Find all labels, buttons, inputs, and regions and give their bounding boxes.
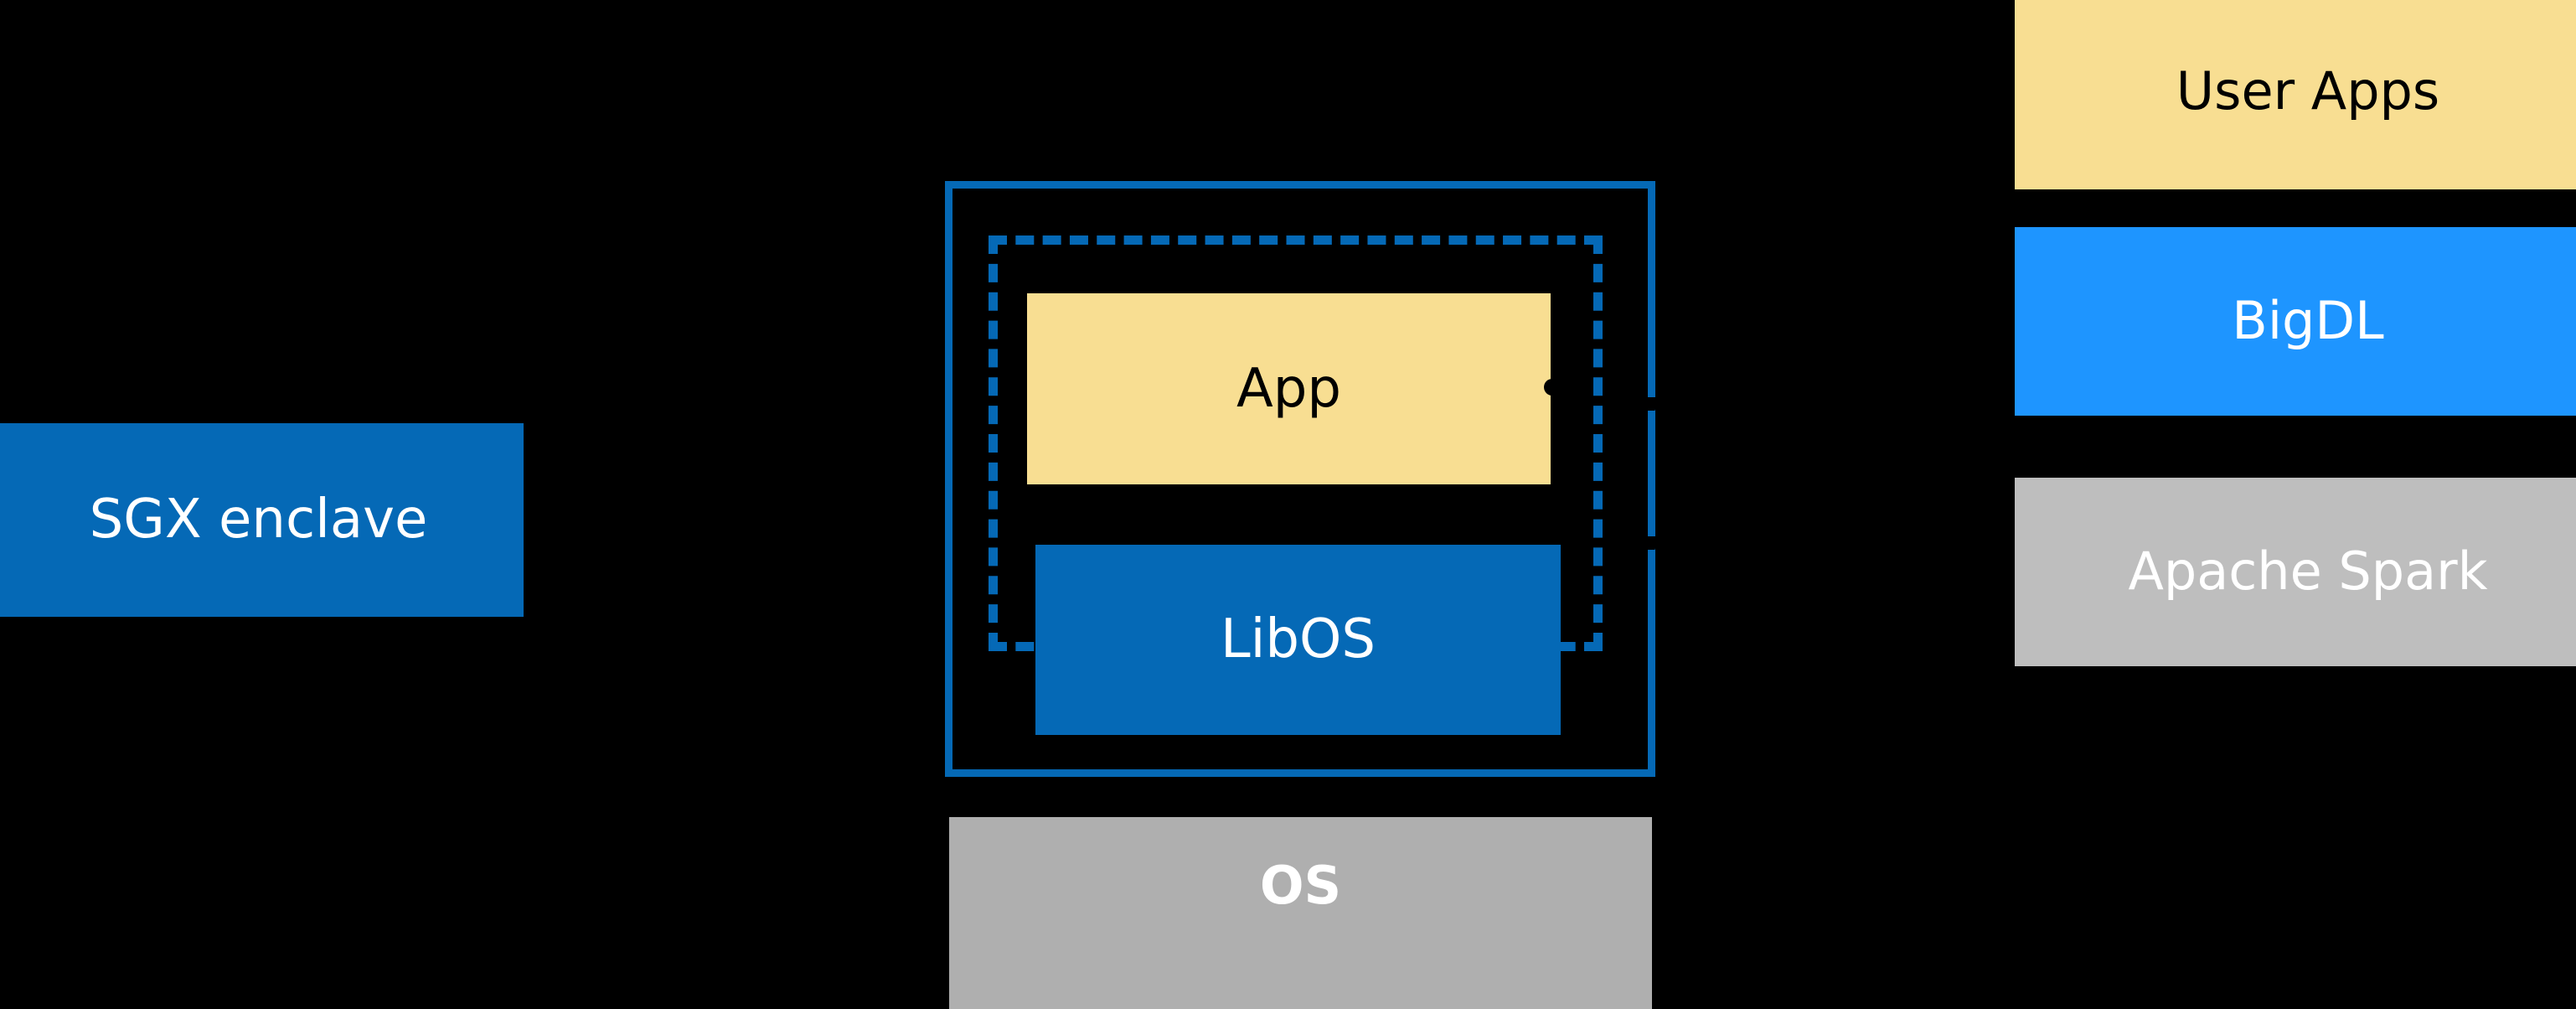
app-connector-arrow-icon — [1544, 379, 1561, 396]
user-apps-label: User Apps — [2176, 60, 2440, 122]
apache-spark-label: Apache Spark — [2128, 541, 2488, 603]
outer-container-notch-bottom — [1641, 536, 1660, 550]
bigdl-box: BigDL — [2015, 227, 2576, 416]
bigdl-label: BigDL — [2232, 290, 2384, 352]
app-box: App — [1027, 293, 1551, 484]
apache-spark-box: Apache Spark — [2015, 478, 2576, 666]
outer-container-notch-top — [1641, 397, 1660, 411]
sgx-enclave-label: SGX enclave — [89, 489, 428, 551]
user-apps-box: User Apps — [2015, 0, 2576, 189]
sgx-connector-arrow-icon — [524, 508, 543, 526]
app-label: App — [1236, 357, 1342, 420]
enclave-outer-container — [945, 181, 1655, 777]
libos-label: LibOS — [1220, 608, 1376, 671]
os-box: OS — [949, 817, 1652, 1009]
sgx-enclave-box: SGX enclave — [0, 423, 524, 617]
os-label: OS — [1259, 855, 1342, 916]
libos-box: LibOS — [1035, 545, 1561, 735]
